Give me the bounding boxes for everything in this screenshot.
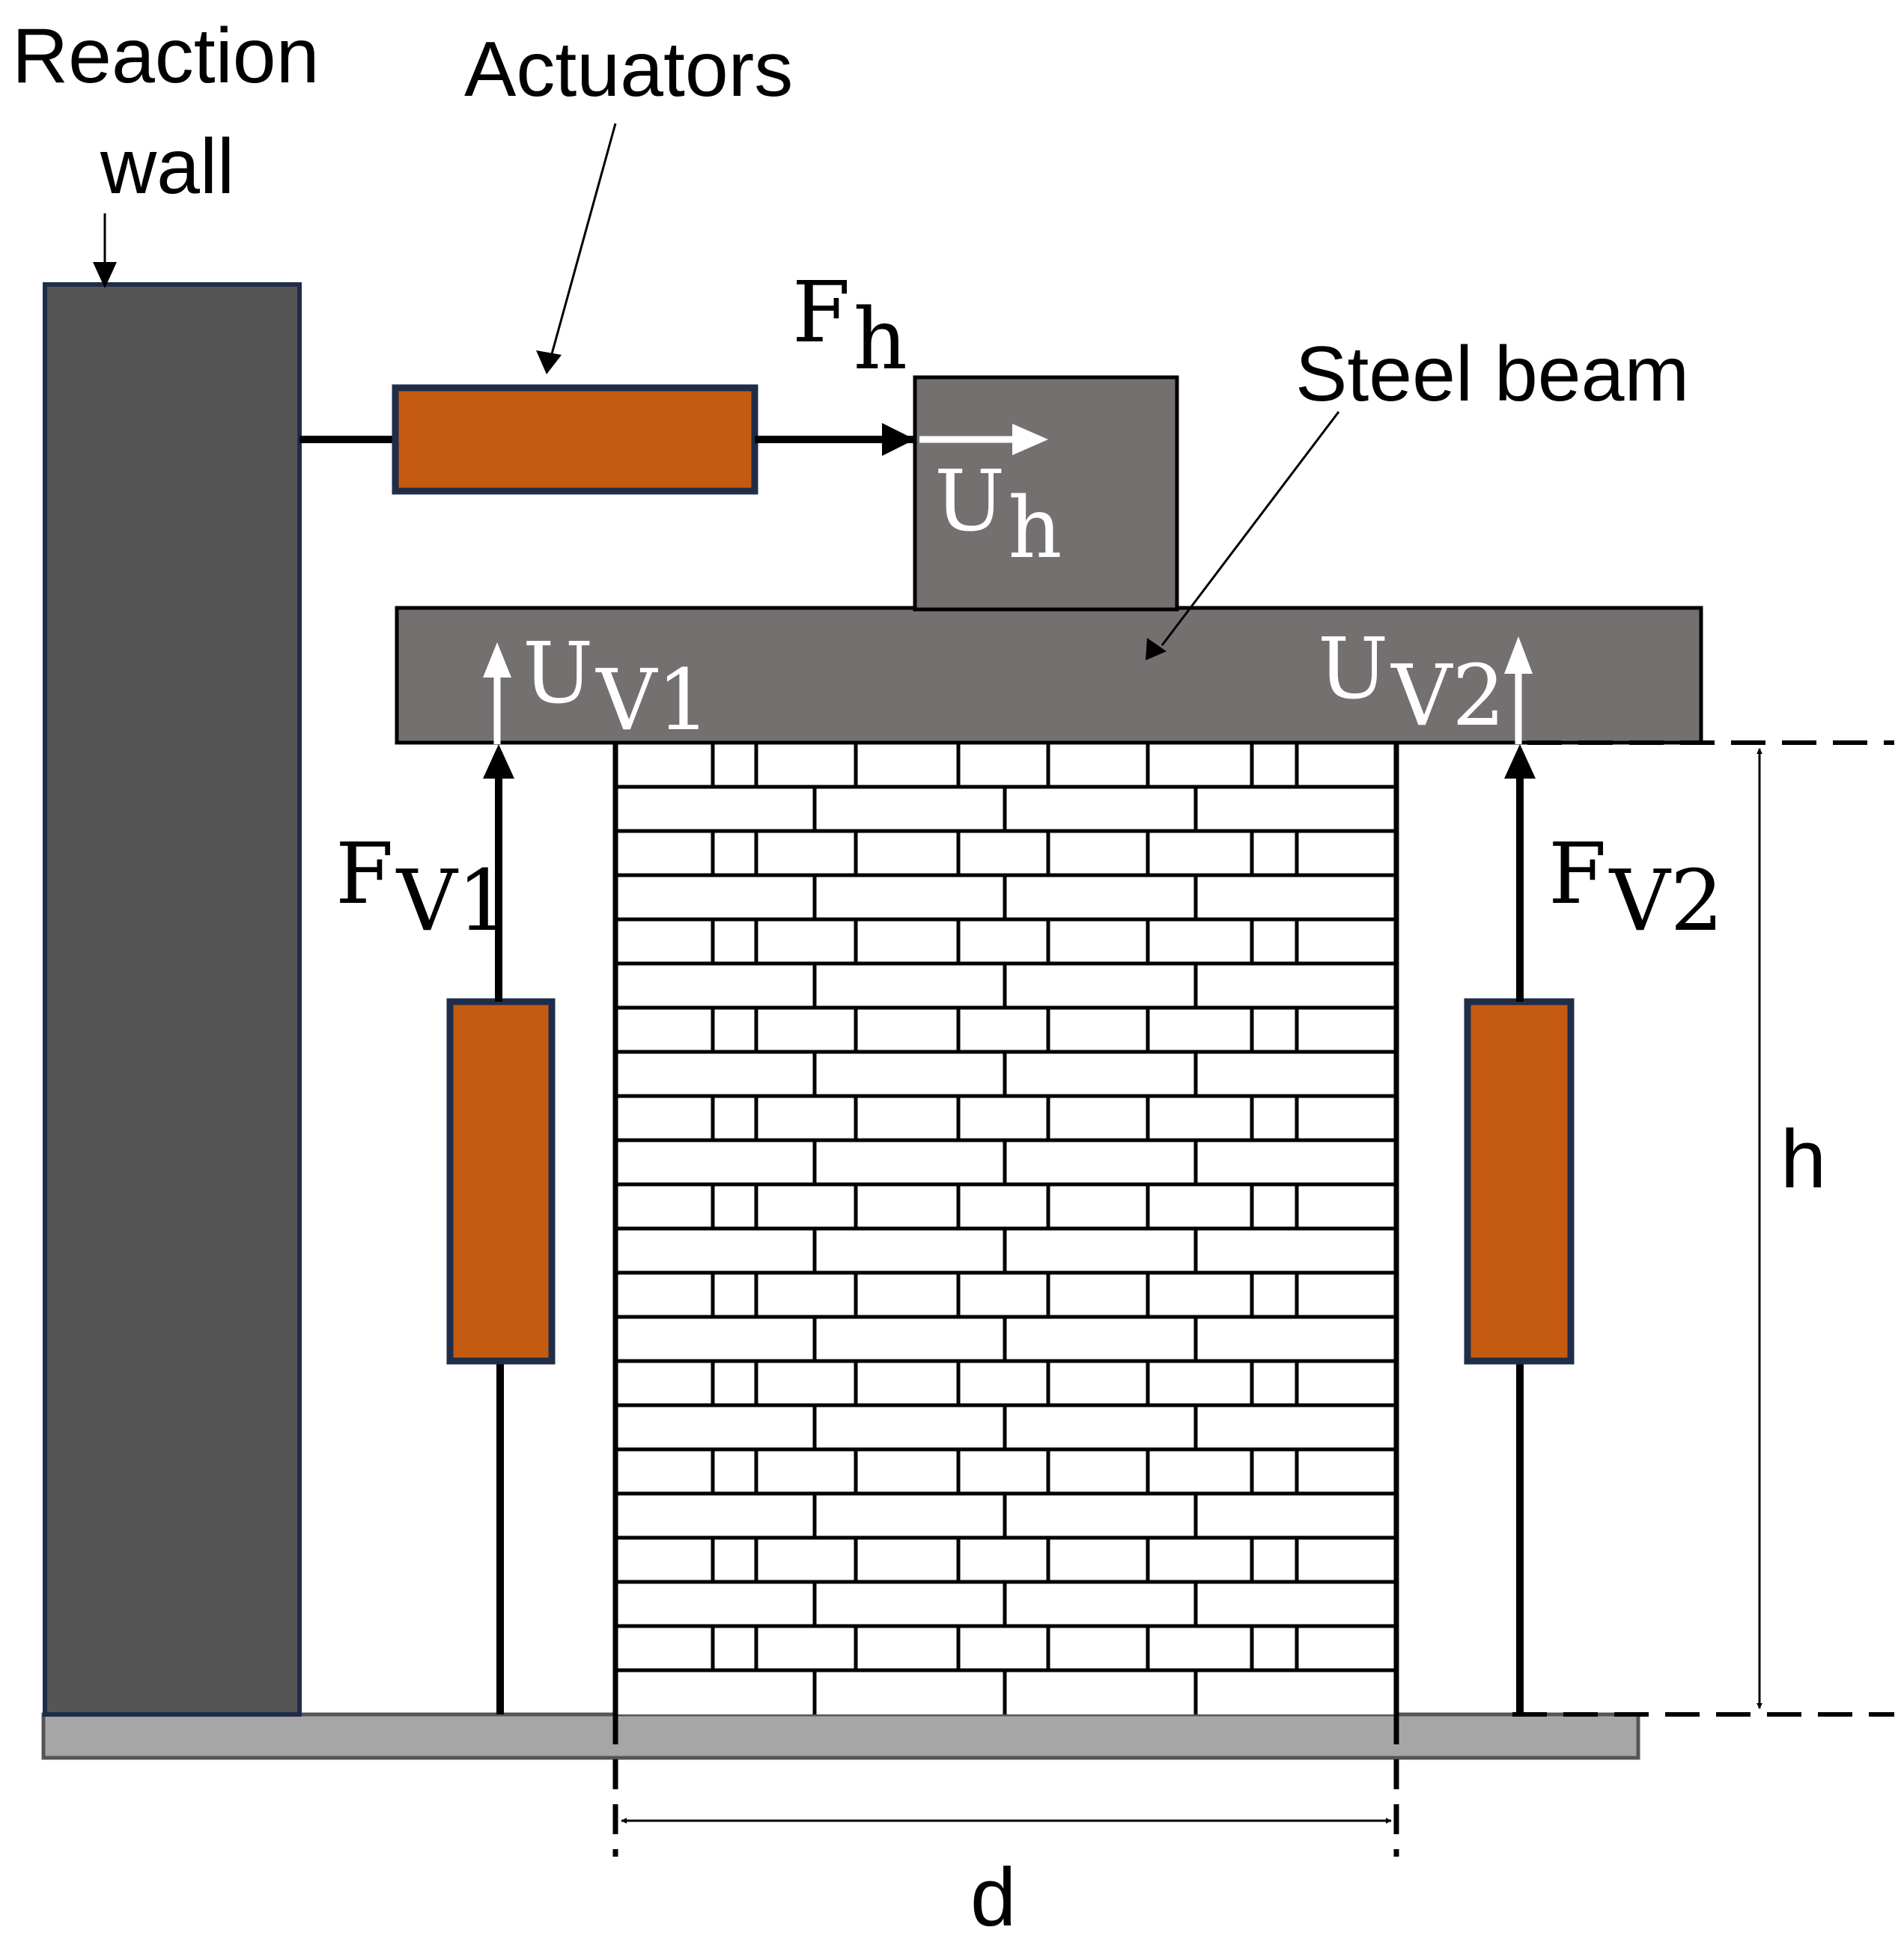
uv2-arrowhead (1504, 636, 1533, 674)
uh-symbol: Uh (934, 453, 1062, 577)
uv1-symbol: UV1 (523, 625, 711, 749)
steel-beam (395, 606, 1703, 745)
fv1-sub: V1 (395, 853, 511, 950)
uv2-main: U (1318, 621, 1388, 718)
fv2-main: F (1548, 826, 1607, 923)
masonry-wall (612, 743, 1399, 1714)
uv1-main: U (523, 625, 593, 722)
actuators-leader (549, 123, 617, 360)
fv1-arrowhead (483, 744, 514, 779)
uh-sub: h (1008, 480, 1062, 577)
reaction-wall-label-line2: wall (100, 124, 234, 210)
fv1-symbol: FV1 (335, 826, 511, 950)
vertical-actuator-1 (446, 998, 556, 1365)
uv1-sub: V1 (594, 652, 710, 749)
fv2-sub: V2 (1608, 853, 1724, 950)
vertical-actuator-2 (1464, 998, 1575, 1365)
fv2-arrowhead (1504, 744, 1536, 779)
fv1-main: F (335, 826, 394, 923)
h-label: h (1780, 1113, 1826, 1205)
uv2-symbol: UV2 (1318, 621, 1506, 745)
fv2-symbol: FV2 (1548, 826, 1724, 950)
actuators-leader-head (536, 350, 562, 374)
uh-arrowhead (1012, 424, 1048, 455)
horizontal-actuator (392, 384, 758, 495)
actuators-label: Actuators (464, 26, 793, 113)
fh-sub: h (854, 291, 907, 389)
reaction-wall (43, 282, 302, 1717)
fh-symbol: Fh (792, 264, 907, 389)
loading-block (913, 375, 1179, 612)
uv2-sub: V2 (1390, 648, 1505, 745)
base-plate (41, 1712, 1640, 1760)
fh-main: F (792, 264, 851, 362)
steel-beam-leader (1161, 411, 1340, 646)
fh-arrowhead (882, 423, 915, 456)
reaction-wall-label-line1: Reaction (12, 13, 319, 100)
uh-main: U (934, 453, 1005, 550)
d-label: d (970, 1851, 1016, 1939)
steel-beam-leader-head (1146, 638, 1167, 660)
reaction-wall-leader-head (93, 262, 117, 288)
uv1-arrowhead (483, 642, 511, 678)
steel-beam-label: Steel beam (1295, 331, 1689, 418)
